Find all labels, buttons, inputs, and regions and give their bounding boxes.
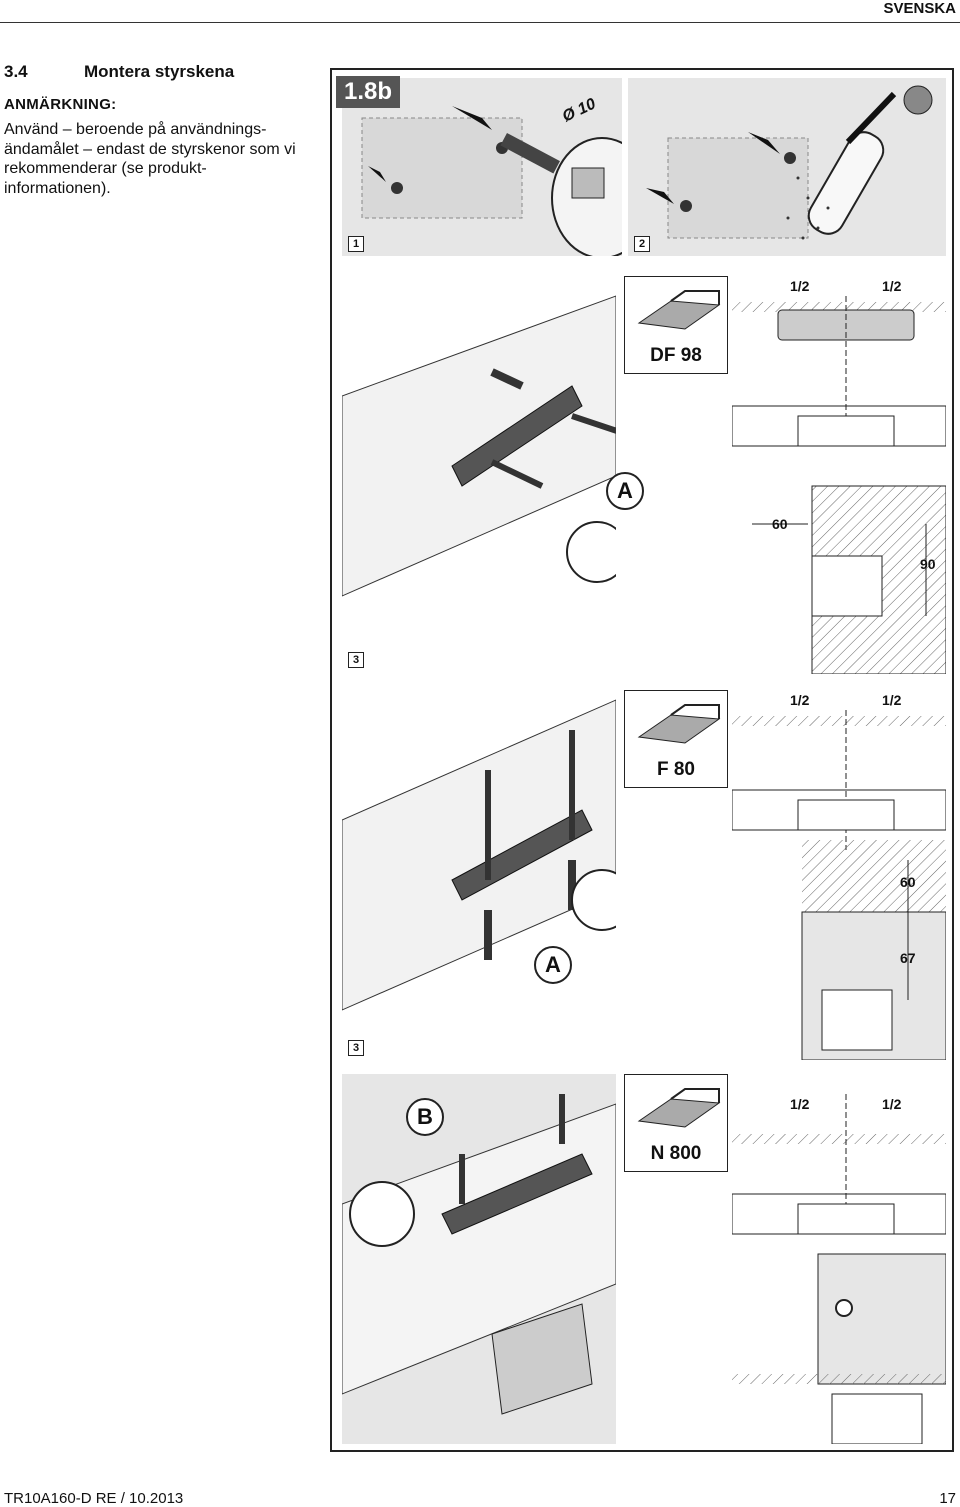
- note-line: informationen).: [4, 179, 111, 197]
- language-label: SVENSKA: [883, 0, 956, 17]
- clean-panel: 2: [628, 78, 946, 256]
- step-number: 2: [634, 236, 650, 252]
- half-right-label: 1/2: [882, 278, 902, 294]
- section-title: Montera styrskena: [84, 62, 235, 81]
- section-number: 3.4: [4, 62, 28, 81]
- profile-box-df98: DF 98: [624, 276, 728, 374]
- profile-box-f80: F 80: [624, 690, 728, 788]
- step-number: 1: [348, 236, 364, 252]
- rail-cross-section: [732, 296, 946, 674]
- half-left-label: 1/2: [790, 1096, 810, 1112]
- half-left-label: 1/2: [790, 278, 810, 294]
- section-heading: 3.4 Montera styrskena: [4, 62, 234, 82]
- mount-panel-df98: A 3: [342, 276, 644, 674]
- drill-illustration: [361, 106, 622, 256]
- dimension-label: 67: [900, 950, 916, 966]
- header-rule: [0, 22, 960, 23]
- note-heading: ANMÄRKNING:: [4, 96, 117, 113]
- note-body: Använd – beroende på användnings- ändamå…: [4, 120, 324, 198]
- blow-out-illustration: [646, 85, 933, 240]
- half-left-label: 1/2: [790, 692, 810, 708]
- profile-icon: [637, 704, 721, 744]
- callout-a: A: [606, 472, 644, 510]
- dimension-label: 60: [900, 874, 916, 890]
- rail-section-n800: 1/2 1/2: [732, 1074, 946, 1444]
- note-line: ändamålet – endast de styrskenor som vi: [4, 140, 296, 158]
- rail-section-df98: 1/2 1/2 60 90: [732, 276, 946, 674]
- dimension-label: 60: [772, 516, 788, 532]
- half-right-label: 1/2: [882, 1096, 902, 1112]
- profile-box-n800: N 800: [624, 1074, 728, 1172]
- step-number: 3: [348, 652, 364, 668]
- page-number: 17: [939, 1490, 956, 1507]
- profile-label: N 800: [650, 1143, 702, 1164]
- step-number: 3: [348, 1040, 364, 1056]
- callout-a: A: [534, 946, 572, 984]
- profile-icon: [637, 290, 721, 330]
- drill-panel: Ø 10 1: [342, 78, 622, 256]
- installation-figure: Ø 10 1 1.8b 2: [330, 68, 954, 1452]
- bracket-mount-illustration: [342, 276, 616, 674]
- profile-icon: [637, 1088, 721, 1128]
- mount-panel-f80: A 3: [342, 690, 616, 1060]
- mount-panel-n800: B: [342, 1074, 616, 1444]
- profile-label: DF 98: [650, 345, 702, 366]
- half-right-label: 1/2: [882, 692, 902, 708]
- profile-label: F 80: [656, 759, 696, 780]
- bracket-mount-illustration: [342, 1074, 616, 1444]
- note-line: Använd – beroende på användnings-: [4, 121, 267, 138]
- rail-cross-section: [732, 1094, 946, 1444]
- rail-cross-section: [732, 710, 946, 1060]
- dimension-label: 90: [920, 556, 936, 572]
- document-id: TR10A160-D RE / 10.2013: [4, 1490, 184, 1507]
- bracket-mount-illustration: [342, 699, 616, 1011]
- rail-section-f80: 1/2 1/2 60 67: [732, 690, 946, 1060]
- figure-tag: 1.8b: [336, 76, 401, 108]
- callout-b: B: [406, 1098, 444, 1136]
- note-line: rekommenderar (se produkt-: [4, 160, 207, 177]
